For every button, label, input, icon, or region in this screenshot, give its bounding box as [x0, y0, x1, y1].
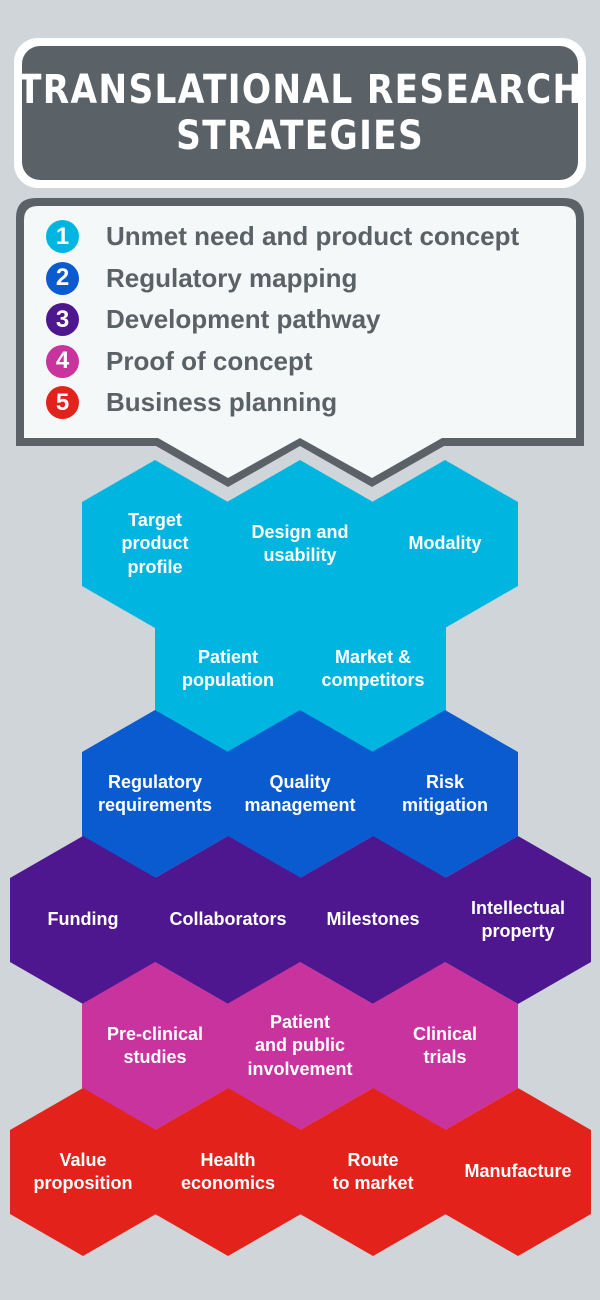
legend-item: 1 Unmet need and product concept: [46, 216, 576, 258]
hex-label: Regulatory requirements: [97, 771, 213, 816]
legend-label: Development pathway: [106, 304, 381, 335]
legend-label: Proof of concept: [106, 345, 313, 376]
legend-number-badge: 5: [46, 386, 79, 420]
hex-label: Route to market: [332, 1149, 414, 1194]
legend-list: 1 Unmet need and product concept 2 Regul…: [46, 216, 576, 424]
hex-label: Intellectual property: [470, 897, 566, 942]
hex-label: Milestones: [326, 909, 420, 930]
hex-label: Patient population: [182, 646, 274, 691]
legend-number-badge: 2: [46, 261, 79, 295]
hex-route-to-market: Route to market: [300, 1088, 446, 1256]
legend-item: 5 Business planning: [46, 382, 576, 424]
legend-item: 4 Proof of concept: [46, 341, 576, 383]
hex-label: Target product profile: [121, 509, 189, 577]
hex-label: Risk mitigation: [402, 771, 488, 816]
hex-label: Clinical trials: [412, 1023, 478, 1068]
legend-label: Unmet need and product concept: [106, 221, 520, 252]
legend-number-badge: 3: [46, 303, 79, 337]
legend-number-badge: 1: [46, 220, 79, 254]
hex-label: Collaborators: [169, 909, 287, 930]
hex-label: Health economics: [180, 1149, 276, 1194]
hex-label: Patient and public involvement: [247, 1011, 353, 1079]
legend-item: 2 Regulatory mapping: [46, 258, 576, 300]
hex-label: Funding: [47, 909, 119, 930]
hex-label: Design and usability: [251, 521, 349, 566]
hex-label: Modality: [408, 533, 482, 554]
hex-label: Quality management: [244, 771, 356, 816]
title-line-1: TRANSLATIONAL RESEARCH: [17, 67, 583, 113]
hex-label: Manufacture: [464, 1161, 572, 1182]
legend-label: Business planning: [106, 387, 338, 418]
title-line-2: STRATEGIES: [176, 113, 424, 159]
hex-label: Market & competitors: [321, 646, 425, 691]
hex-label: Value proposition: [33, 1149, 133, 1194]
legend-item: 3 Development pathway: [46, 299, 576, 341]
legend-label: Regulatory mapping: [106, 262, 358, 293]
legend-callout: [16, 198, 584, 487]
title-box: TRANSLATIONAL RESEARCH STRATEGIES: [18, 46, 581, 180]
legend-number-badge: 4: [46, 344, 79, 378]
hex-label: Pre-clinical studies: [106, 1023, 204, 1068]
